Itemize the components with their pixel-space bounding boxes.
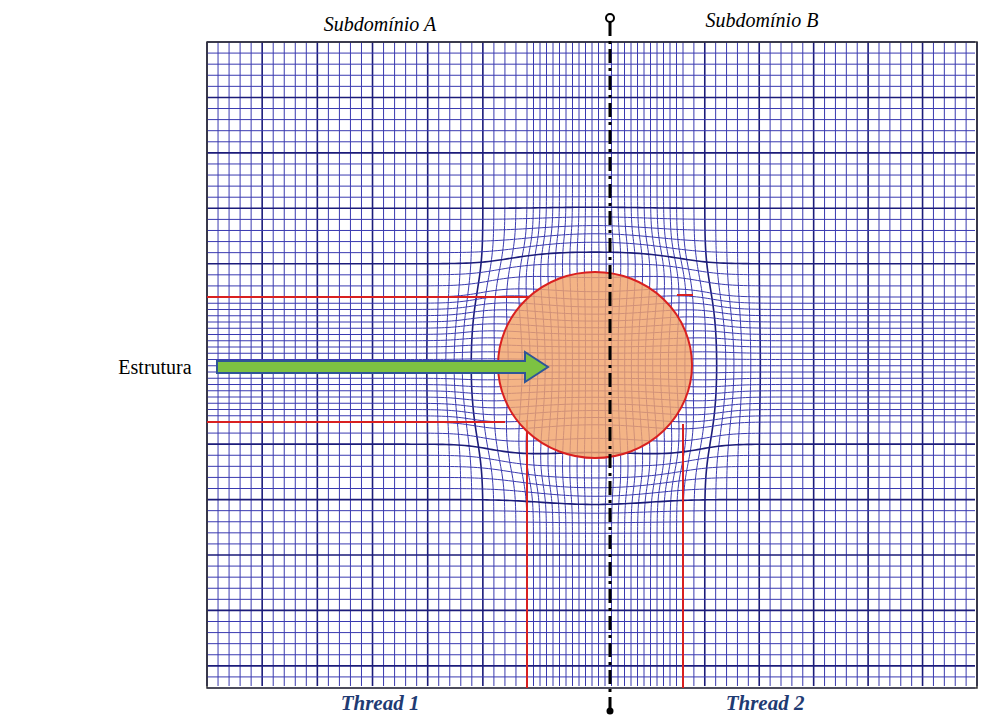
mesh-line (207, 217, 975, 220)
mesh-line (791, 42, 792, 686)
mesh-line (207, 654, 975, 655)
mesh-line (835, 42, 836, 686)
pointer-arrow (217, 352, 548, 382)
mesh-line (207, 242, 975, 252)
mesh-line (207, 665, 975, 667)
mesh-line (867, 42, 869, 686)
mesh-line (207, 588, 975, 589)
mesh-line (207, 207, 975, 208)
partition-end (607, 708, 614, 715)
mesh-line (716, 42, 726, 686)
mesh-line (207, 53, 975, 54)
mesh-line (207, 196, 975, 197)
thread-label: Thread 2 (726, 691, 805, 715)
subdomain-boundary (682, 424, 684, 688)
mesh-line (207, 108, 975, 109)
mesh-line (207, 577, 975, 578)
mesh-line (879, 42, 880, 686)
mesh-line (207, 152, 975, 154)
partition-line (609, 22, 612, 708)
mesh-line (944, 42, 945, 686)
mesh-line (857, 42, 858, 686)
mesh-line (781, 42, 782, 686)
mesh-line (207, 610, 975, 612)
mesh-line (737, 42, 742, 686)
mesh-line (207, 621, 975, 622)
partition-end (606, 14, 614, 22)
mesh-line (207, 64, 975, 65)
subdomain-label: Subdomínio A (324, 13, 436, 36)
mesh-line (207, 86, 975, 87)
mesh-line (207, 599, 975, 600)
mesh-line (207, 130, 975, 131)
mesh-line (813, 42, 815, 686)
mesh-line (922, 42, 924, 686)
mesh-line (207, 477, 975, 487)
mesh-line (207, 466, 975, 478)
subdomain-boundary (677, 294, 693, 296)
mesh-line (694, 42, 706, 686)
subdomain-label: Subdomínio B (706, 9, 819, 32)
mesh-line (748, 42, 750, 686)
mesh-line (824, 42, 825, 686)
mesh-line (770, 42, 771, 686)
mesh-line (802, 42, 803, 686)
mesh-line (207, 511, 975, 514)
mesh-line (207, 643, 975, 644)
mesh-line (207, 234, 975, 242)
mesh-line (207, 226, 975, 231)
subdomain-boundary (207, 296, 529, 298)
mesh-line (727, 42, 734, 686)
mesh-line (705, 42, 717, 686)
mesh-line (759, 42, 760, 686)
mesh-line (207, 676, 975, 677)
mesh-line (900, 42, 901, 686)
mesh-grid (207, 42, 977, 688)
mesh-line (207, 554, 975, 556)
mesh-frame (207, 42, 977, 688)
mesh-line (207, 119, 975, 120)
structure-label: Estrutura (118, 356, 191, 379)
mesh-line (207, 252, 975, 264)
mesh-line (955, 42, 956, 686)
mesh-line (207, 566, 975, 567)
mesh-line (207, 75, 975, 76)
mesh-line (207, 632, 975, 633)
mesh-line (933, 42, 934, 686)
mesh-line (207, 175, 975, 176)
mesh-line (889, 42, 890, 686)
mesh-line (207, 141, 975, 142)
mesh-line (207, 163, 975, 164)
mesh-line (207, 522, 975, 523)
overlay (207, 14, 977, 715)
mesh-line (207, 500, 975, 505)
mesh-line (207, 186, 975, 187)
subdomain-boundary (207, 421, 505, 423)
subdomain-boundary (526, 420, 528, 688)
mesh-line (207, 543, 975, 544)
mesh-line (207, 97, 975, 99)
mesh-line (207, 532, 975, 533)
mesh-line (207, 489, 975, 497)
mesh-line (911, 42, 912, 686)
mesh-line (966, 42, 967, 686)
mesh-line (846, 42, 847, 686)
thread-label: Thread 1 (341, 691, 420, 715)
